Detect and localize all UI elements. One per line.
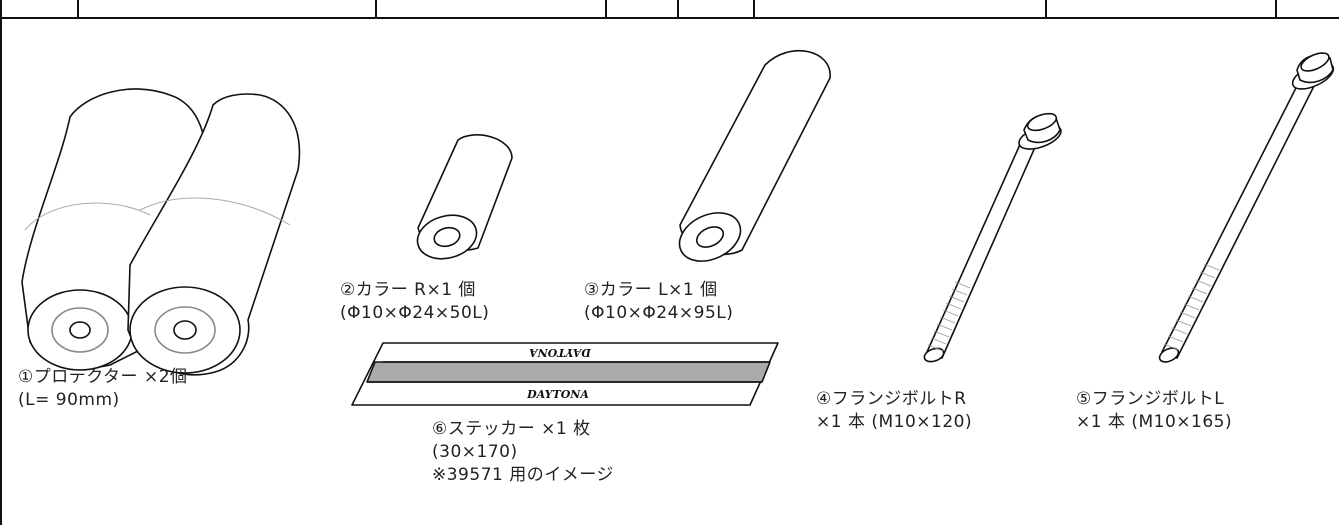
protector-label: ①プロテクター ×2個 (L= 90mm) bbox=[18, 366, 188, 412]
sticker-brand-text: DAYTONA bbox=[526, 388, 589, 401]
flange-bolt-r-spec: ×1 本 (M10×120) bbox=[816, 412, 973, 432]
table-cell bbox=[679, 0, 755, 17]
flange-bolt-r-label: ④フランジボルトR ×1 本 (M10×120) bbox=[816, 388, 972, 434]
collar-l-label: ③カラー L×1 個 (Φ10×Φ24×95L) bbox=[584, 279, 733, 325]
flange-bolt-l-label: ⑤フランジボルトL ×1 本 (M10×165) bbox=[1076, 388, 1232, 434]
sticker-brand-text-inverted: DAYTONA bbox=[529, 346, 592, 359]
sticker-illustration bbox=[351, 342, 779, 406]
table-cell bbox=[377, 0, 607, 17]
collar-r-illustration bbox=[416, 134, 513, 260]
flange-bolt-l-illustration bbox=[1158, 52, 1335, 363]
table-cell bbox=[755, 0, 1047, 17]
table-bottom-border bbox=[0, 17, 1339, 19]
sticker-name: ⑥ステッカー ×1 枚 bbox=[432, 419, 591, 439]
table-cell bbox=[0, 0, 79, 17]
table-header-row bbox=[0, 0, 1339, 19]
protector-name: ①プロテクター ×2個 bbox=[18, 367, 188, 387]
collar-l-spec: (Φ10×Φ24×95L) bbox=[584, 303, 734, 323]
table-cell bbox=[1047, 0, 1277, 17]
flange-bolt-l-spec: ×1 本 (M10×165) bbox=[1076, 412, 1233, 432]
collar-r-name: ②カラー R×1 個 bbox=[340, 280, 476, 300]
flange-bolt-r-name: ④フランジボルトR bbox=[816, 389, 967, 409]
sticker-spec: (30×170) bbox=[432, 442, 518, 462]
sticker-note: ※39571 用のイメージ bbox=[432, 465, 614, 485]
protector-spec: (L= 90mm) bbox=[18, 390, 120, 410]
sticker-label: ⑥ステッカー ×1 枚 (30×170) ※39571 用のイメージ bbox=[432, 418, 614, 487]
table-cell bbox=[79, 0, 377, 17]
flange-bolt-l-name: ⑤フランジボルトL bbox=[1076, 389, 1225, 409]
collar-r-label: ②カラー R×1 個 (Φ10×Φ24×50L) bbox=[340, 279, 489, 325]
flange-bolt-r-illustration bbox=[923, 112, 1062, 363]
frame-left-border bbox=[0, 0, 2, 525]
collar-r-spec: (Φ10×Φ24×50L) bbox=[340, 303, 490, 323]
collar-l-name: ③カラー L×1 個 bbox=[584, 280, 718, 300]
collar-l-illustration bbox=[678, 49, 831, 262]
protector-illustration bbox=[21, 88, 301, 376]
table-cell bbox=[607, 0, 679, 17]
